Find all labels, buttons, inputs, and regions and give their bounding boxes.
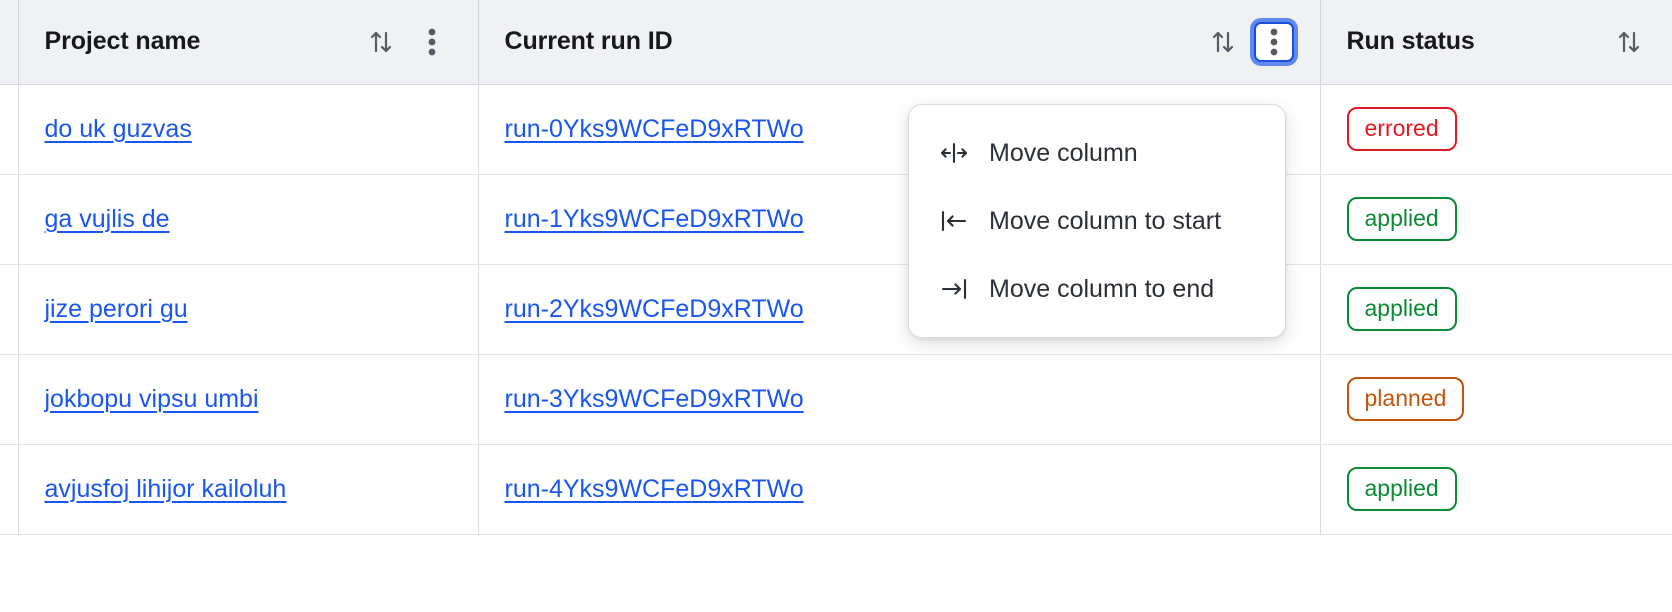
cell-current-run-id: run-3Yks9WCFeD9xRTWo <box>478 354 1321 445</box>
menu-item-label: Move column to end <box>989 274 1215 303</box>
table-row: avjusfoj lihijor kailoluh run-4Yks9WCFeD… <box>0 444 1672 535</box>
column-header-label: Project name <box>44 27 201 56</box>
cell-project-name: ga vujlis de <box>18 174 479 265</box>
column-header-label: Run status <box>1346 27 1475 56</box>
project-name-link[interactable]: avjusfoj lihijor kailoluh <box>44 474 287 503</box>
project-name-link[interactable]: jize perori gu <box>44 294 188 323</box>
run-id-link[interactable]: run-0Yks9WCFeD9xRTWo <box>504 114 804 143</box>
menu-item-label: Move column to start <box>989 206 1222 235</box>
project-name-link[interactable]: do uk guzvas <box>44 114 192 143</box>
project-name-link[interactable]: jokbopu vipsu umbi <box>44 384 259 413</box>
run-id-link[interactable]: run-1Yks9WCFeD9xRTWo <box>504 204 804 233</box>
run-id-link[interactable]: run-3Yks9WCFeD9xRTWo <box>504 384 804 413</box>
cell-current-run-id: run-4Yks9WCFeD9xRTWo <box>478 444 1321 535</box>
table-row: ga vujlis de run-1Yks9WCFeD9xRTWo applie… <box>0 174 1672 265</box>
column-header-label: Current run ID <box>504 27 673 56</box>
cell-run-status: applied <box>1320 444 1672 535</box>
cell-run-status: applied <box>1320 174 1672 265</box>
cell-project-name: jize perori gu <box>18 264 479 355</box>
table-row: jokbopu vipsu umbi run-3Yks9WCFeD9xRTWo … <box>0 354 1672 445</box>
row-gutter-cell <box>0 174 19 265</box>
cell-project-name: jokbopu vipsu umbi <box>18 354 479 445</box>
projects-table: Project name <box>0 0 1672 535</box>
table-header-row: Project name <box>0 0 1672 85</box>
status-badge: applied <box>1346 287 1457 331</box>
cell-project-name: avjusfoj lihijor kailoluh <box>18 444 479 535</box>
cell-run-status: applied <box>1320 264 1672 355</box>
status-badge: applied <box>1346 467 1457 511</box>
menu-item-move-column[interactable]: Move column <box>909 119 1285 187</box>
cell-run-status: errored <box>1320 84 1672 175</box>
table-header: Project name <box>0 0 1672 85</box>
row-gutter-cell <box>0 444 19 535</box>
status-badge: errored <box>1346 107 1457 151</box>
project-name-link[interactable]: ga vujlis de <box>44 204 170 233</box>
menu-item-label: Move column <box>989 138 1138 167</box>
table-body: do uk guzvas run-0Yks9WCFeD9xRTWo errore… <box>0 84 1672 535</box>
table-row: jize perori gu run-2Yks9WCFeD9xRTWo appl… <box>0 264 1672 355</box>
column-header-current-run-id[interactable]: Current run ID <box>478 0 1321 85</box>
column-header-run-status[interactable]: Run status <box>1320 0 1672 85</box>
status-badge: planned <box>1346 377 1465 421</box>
row-gutter-cell <box>0 354 19 445</box>
run-id-link[interactable]: run-4Yks9WCFeD9xRTWo <box>504 474 804 503</box>
status-badge: applied <box>1346 197 1457 241</box>
table-row: do uk guzvas run-0Yks9WCFeD9xRTWo errore… <box>0 84 1672 175</box>
menu-item-move-column-to-end[interactable]: Move column to end <box>909 255 1285 323</box>
move-to-start-icon <box>939 210 969 232</box>
row-gutter-header <box>0 0 19 85</box>
column-context-menu: Move column Move column to start Move co… <box>908 104 1286 338</box>
sort-arrows-icon-current-run-id[interactable] <box>1206 22 1240 62</box>
row-gutter-cell <box>0 264 19 355</box>
cell-project-name: do uk guzvas <box>18 84 479 175</box>
column-menu-button-project-name[interactable] <box>412 22 452 62</box>
row-gutter-cell <box>0 84 19 175</box>
sort-arrows-icon-run-status[interactable] <box>1612 22 1646 62</box>
column-header-project-name[interactable]: Project name <box>18 0 479 85</box>
move-column-icon <box>939 142 969 164</box>
menu-item-move-column-to-start[interactable]: Move column to start <box>909 187 1285 255</box>
run-id-link[interactable]: run-2Yks9WCFeD9xRTWo <box>504 294 804 323</box>
cell-run-status: planned <box>1320 354 1672 445</box>
column-menu-button-current-run-id[interactable] <box>1253 21 1294 62</box>
move-to-end-icon <box>939 278 969 300</box>
sort-arrows-icon-project-name[interactable] <box>364 22 398 62</box>
